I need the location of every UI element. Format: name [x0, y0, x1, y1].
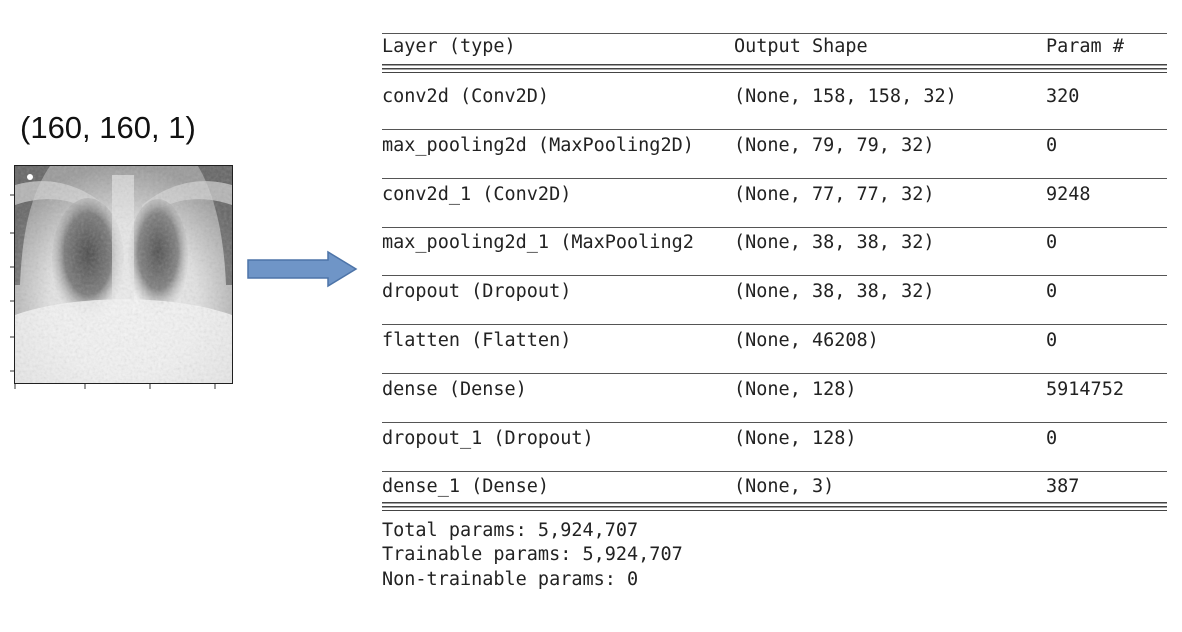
layer-name: dropout_1 (Dropout): [382, 427, 594, 449]
row-separator: [382, 324, 1167, 326]
row-separator: [382, 470, 1167, 472]
param-count: 320: [1046, 86, 1080, 107]
param-count: 5914752: [1046, 378, 1124, 400]
output-shape: (None, 3): [734, 476, 835, 498]
output-shape: (None, 158, 158, 32): [734, 86, 957, 107]
input-shape-label: (160, 160, 1): [20, 110, 196, 145]
footer-double-rule: [382, 502, 1167, 511]
output-shape: (None, 46208): [734, 330, 879, 351]
param-count: 0: [1046, 281, 1058, 303]
layer-name: max_pooling2d_1 (MaxPooling2: [382, 232, 694, 254]
total-params: Total params: 5,924,707: [382, 520, 639, 541]
layer-name: conv2d_1 (Conv2D): [382, 183, 572, 205]
layer-name: dense (Dense): [382, 378, 527, 400]
param-count: 0: [1046, 427, 1058, 449]
layer-name: dropout (Dropout): [382, 281, 572, 303]
trainable-params: Trainable params: 5,924,707: [382, 544, 683, 565]
row-separator: [382, 275, 1167, 277]
header-output-shape: Output Shape: [734, 36, 868, 57]
top-rule: [382, 33, 1167, 34]
param-count: 9248: [1046, 183, 1091, 205]
header-param-count: Param #: [1046, 36, 1124, 57]
model-summary: Layer (type) Output Shape Param # conv2d…: [382, 0, 1167, 632]
output-shape: (None, 38, 38, 32): [734, 232, 935, 254]
output-shape: (None, 128): [734, 378, 857, 400]
flow-arrow: [246, 250, 360, 292]
row-separator: [382, 177, 1167, 179]
param-count: 0: [1046, 330, 1058, 351]
row-separator: [382, 421, 1167, 423]
output-shape: (None, 128): [734, 427, 857, 449]
param-count: 387: [1046, 476, 1080, 498]
param-count: 0: [1046, 232, 1058, 254]
output-shape: (None, 79, 79, 32): [734, 134, 935, 156]
non-trainable-params: Non-trainable params: 0: [382, 569, 639, 590]
layer-name: max_pooling2d (MaxPooling2D): [382, 134, 694, 156]
layer-name: conv2d (Conv2D): [382, 86, 550, 107]
layer-name: flatten (Flatten): [382, 330, 572, 351]
row-separator: [382, 226, 1167, 228]
row-separator: [382, 129, 1167, 130]
chest-xray-image: [10, 165, 238, 395]
output-shape: (None, 38, 38, 32): [734, 281, 935, 303]
header-layer-type: Layer (type): [382, 36, 516, 57]
output-shape: (None, 77, 77, 32): [734, 183, 935, 205]
param-count: 0: [1046, 134, 1058, 156]
header-double-rule: [382, 64, 1167, 73]
layer-name: dense_1 (Dense): [382, 476, 550, 498]
row-separator: [382, 373, 1167, 374]
